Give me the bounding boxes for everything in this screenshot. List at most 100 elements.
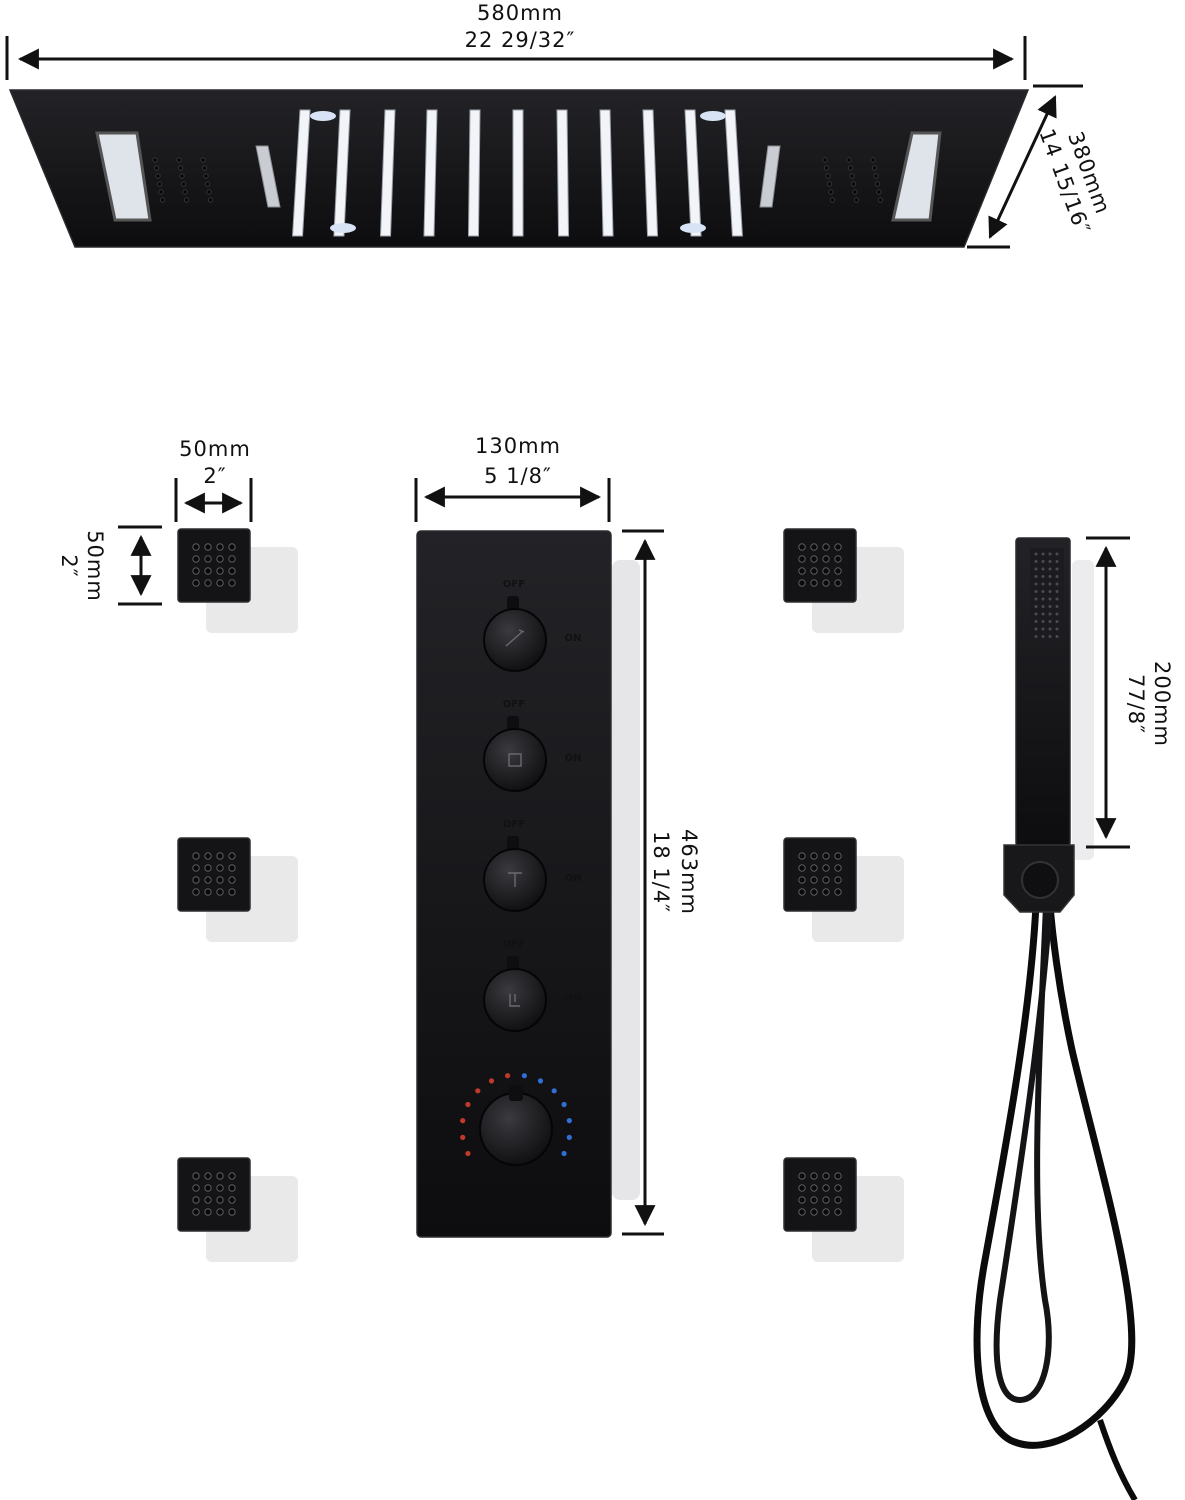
hand-shower-nozzle [1034,612,1038,616]
rain-nozzle-dot [825,173,831,179]
hand-shower-nozzle [1055,567,1059,571]
rain-nozzle-dot [829,197,836,203]
rain-nozzle-dot [207,197,214,203]
body-jet-nozzle [810,852,818,860]
hand-shower-hose-tail [1097,1419,1138,1500]
body-jet-nozzle [192,1208,200,1216]
body-jets-group [177,528,904,1262]
hand-shower-nozzle [1048,612,1052,616]
hand-shower-nozzle [1034,560,1038,563]
rain-led-strip [556,109,570,237]
hand-shower-nozzle [1048,552,1052,556]
body-jet-nozzle [192,876,200,884]
body-jet-nozzle [798,1172,806,1180]
handshower-glyph [505,629,525,647]
body-jet [177,837,298,942]
body-jet [783,1157,904,1262]
body-jet-nozzle [798,864,806,872]
valve-on-label: ON [565,753,582,764]
body-jet-nozzle [228,1196,236,1204]
hand-shower-nozzle [1055,627,1059,631]
body-jet-nozzle [834,543,842,551]
rain-nozzle-dot [182,189,188,195]
body-jet-nozzle [204,579,212,587]
valve-on-label: ON [565,993,582,1004]
rain-glyph [508,753,522,767]
rain-nozzle-dot [822,157,828,163]
body-jet-glyph [509,994,520,1007]
body-jet-nozzle [228,1172,236,1180]
body-jet-plate [783,528,857,603]
body-jet-nozzle [204,852,212,860]
control-panel-height-inch: 18 1/4″ [649,831,673,913]
hand-shower-nozzle [1055,590,1059,593]
body-jet-nozzle [834,555,842,563]
body-jet-nozzle [192,1184,200,1192]
body-jet-plate [783,1157,857,1232]
hand-shower-nozzle [1048,635,1052,638]
hand-shower-nozzle [1034,590,1038,593]
rain-nozzle-dot [159,197,166,203]
body-jet-nozzle [798,1184,806,1192]
temperature-scale [460,1073,572,1157]
thermostat-knob-icon[interactable] [479,1092,553,1166]
rain-panel-led-strips [292,109,743,237]
rain-led-strip [642,109,659,237]
hand-shower-length-mm: 200mm [1150,661,1174,747]
body-jet-nozzle [204,1184,212,1192]
rain-nozzle-dot [200,157,206,163]
body-jet [177,528,298,633]
valve-knob[interactable] [483,608,547,672]
hand-shower-nozzle [1055,620,1059,623]
body-jet-nozzle [192,567,200,575]
hand-shower-nozzle [1048,590,1052,593]
temperature-dot [475,1088,481,1094]
waterfall-icon [508,872,522,887]
body-jet-nozzle [834,567,842,575]
hand-shower-group: 200mm 77/8″ [973,536,1174,1500]
valve-knob[interactable] [483,728,547,792]
body-jet-nozzle [204,555,212,563]
rain-nozzle-dot [183,197,190,203]
body-jet-nozzle [228,1208,236,1216]
hand-shower-nozzle [1041,612,1045,616]
rain-nozzle-dot [871,165,878,171]
rain-nozzle-dot [203,173,209,179]
rain-nozzle-dot [828,189,834,195]
body-jet-nozzle [216,543,224,551]
body-jet-height-mm: 50mm [83,530,107,602]
body-jet-height-inch: 2″ [57,554,81,577]
rain-nozzle-dot [874,181,881,187]
temperature-dot [566,1134,572,1140]
temperature-dot [488,1078,495,1084]
hand-shower-nozzle [1055,597,1059,601]
temperature-dot [465,1101,471,1108]
body-jet-nozzle [822,555,830,563]
body-jet-nozzle [216,1172,224,1180]
hand-shower-length-inch: 77/8″ [1124,674,1148,734]
body-jet [177,1157,298,1262]
hand-shower-nozzle [1034,552,1038,556]
valve-on-label: ON [565,633,582,644]
rain-led-strip [684,109,702,237]
rain-nozzle-dot [153,165,160,171]
body-jet-plate [177,837,251,912]
hand-shower-shadow [1072,560,1094,860]
rain-panel-width-inch: 22 29/32″ [465,28,576,52]
body-jet-nozzle [798,888,806,896]
body-jet-nozzle [798,543,806,551]
hand-shower-nozzle [1041,590,1045,593]
rain-nozzle-dot [176,157,182,163]
body-jet-nozzle [834,1196,842,1204]
hand-shower-hose-back [973,901,1136,1449]
rain-square-icon [508,753,522,767]
temperature-dot [505,1073,511,1079]
body-jet-nozzle [810,555,818,563]
valve-on-label: ON [565,873,582,884]
body-jet-nozzle [810,1172,818,1180]
rain-panel-mist-nozzle-top-left [310,111,336,121]
thermostat-knob-cap [509,1085,523,1101]
rain-nozzle-dot [852,189,858,195]
